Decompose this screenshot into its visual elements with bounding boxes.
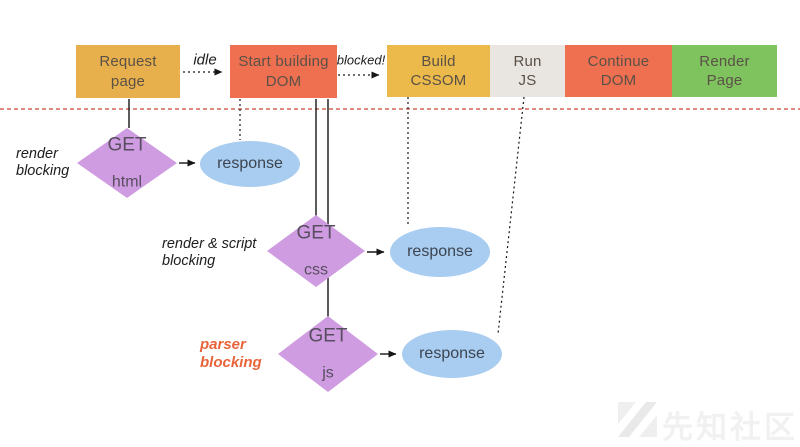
get-js-diamond-label: GET js [308,308,347,399]
stage-run-js: Run JS [490,45,565,97]
stage-continue-dom-label: Continue DOM [587,52,650,90]
get-js-verb: GET [308,324,348,346]
stage-run-js-label: Run JS [513,52,542,90]
stage-continue-dom: Continue DOM [565,45,672,97]
xianzhi-logo-icon [618,402,657,437]
get-html-diamond-label: GET html [107,117,146,208]
get-html-resource: html [111,173,143,191]
stage-render-page-label: Render Page [699,52,750,90]
stage-request-page: Request page [76,45,180,98]
js-response-label: response [419,345,485,362]
parser-blocking-annotation: parser blocking [200,336,262,371]
render-script-blocking-annotation: render & script blocking [162,236,257,270]
stage-build-cssom-label: Build CSSOM [410,52,467,90]
blocked-transition-label: blocked! [336,52,386,68]
get-css-verb: GET [296,221,336,243]
get-js-resource: js [322,364,334,382]
stage-start-building-dom-label: Start building DOM [238,53,329,90]
css-response-label: response [407,243,473,260]
connector-runjs-to-js-response [497,96,525,335]
get-css-resource: css [304,261,328,279]
render-blocking-annotation: render blocking [16,146,70,180]
xianzhi-watermark-text: 先知社区 [662,410,798,445]
idle-transition-label: idle [193,51,217,69]
stage-request-page-label: Request page [99,53,157,90]
stage-render-page: Render Page [672,45,777,97]
stage-build-cssom: Build CSSOM [387,45,490,97]
html-response-label: response [217,155,283,172]
get-html-verb: GET [107,133,147,155]
stage-start-building-dom: Start building DOM [230,45,337,98]
get-css-diamond-label: GET css [296,205,335,296]
